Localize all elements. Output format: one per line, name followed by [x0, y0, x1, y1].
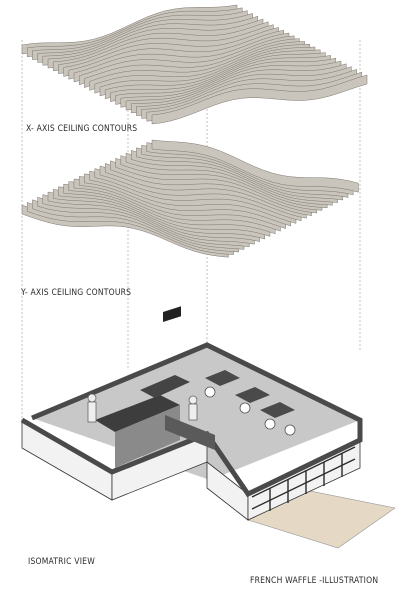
kitchen-counter [95, 395, 180, 432]
isometric-floor-plan [20, 306, 396, 549]
contour-fin [151, 139, 359, 193]
y-axis-label: Y- AXIS CEILING CONTOURS [21, 288, 132, 298]
x-axis-ceiling-contours [21, 4, 368, 125]
staff-figures [87, 393, 198, 423]
contour-fin [151, 74, 368, 125]
service-counter [140, 375, 190, 398]
wall-top-edge [20, 342, 363, 498]
x-axis-label: X- AXIS CEILING CONTOURS [26, 124, 138, 134]
kitchen-equipment [163, 306, 181, 323]
y-axis-ceiling-contours [21, 139, 359, 258]
storefront-glazing [251, 446, 356, 511]
isometric-view-label: ISOMATRIC VIEW [28, 557, 95, 567]
dining-tables [205, 370, 295, 418]
caption-label: FRENCH WAFFLE -ILLUSTRATION [250, 576, 379, 586]
kitchen-counter-front [115, 405, 180, 468]
display-counter [165, 415, 215, 450]
dining-chairs [204, 386, 296, 436]
